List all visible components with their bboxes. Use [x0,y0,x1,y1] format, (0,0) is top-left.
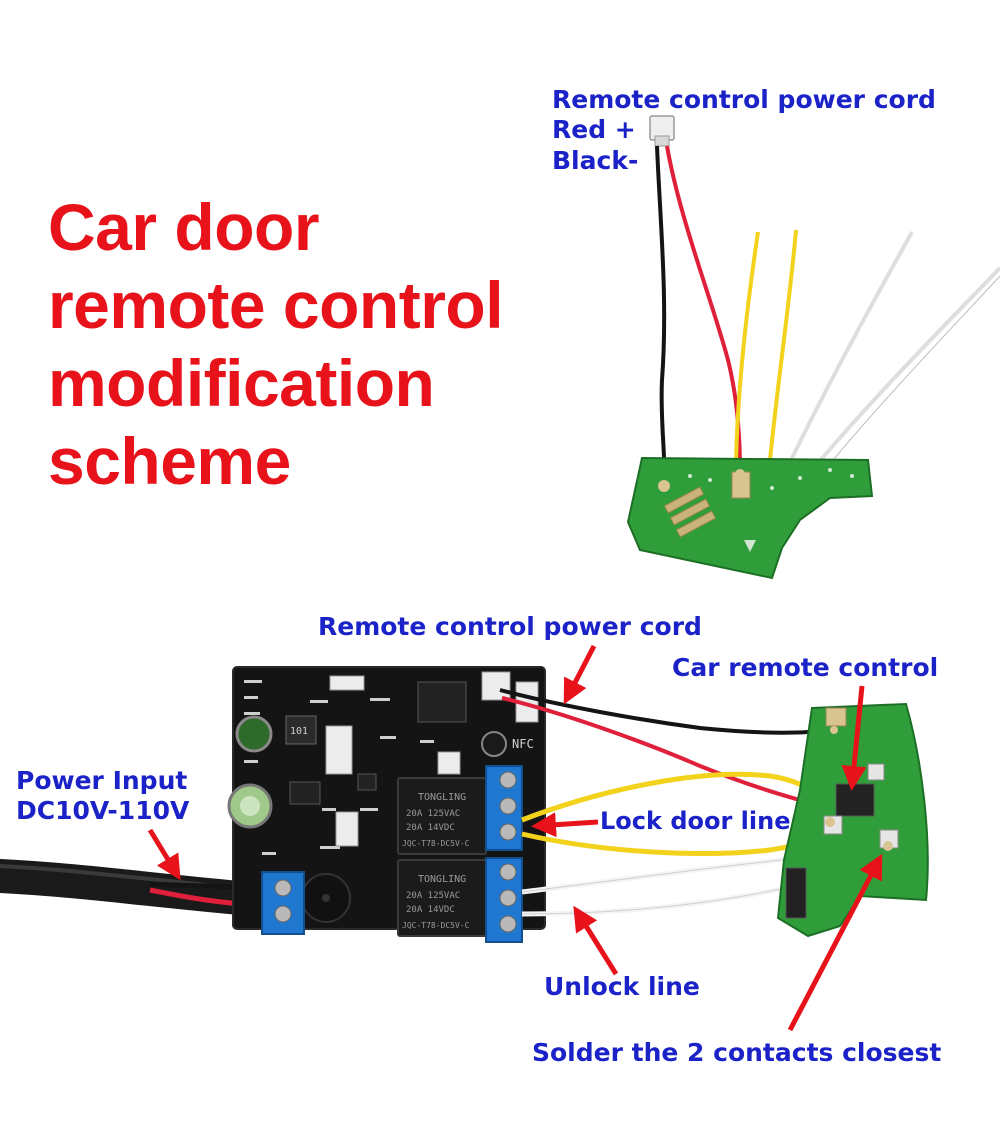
power-cable [0,859,257,915]
car-remote-label: Car remote control [672,653,939,682]
relay-2-model: JQC-T78-DC5V-C [402,921,470,930]
top-white-wire-2 [810,266,1000,472]
power-input-label-2: DC10V-110V [16,796,190,825]
power-input-label-1: Power Input [16,766,188,795]
relay-2-spec1: 20A 125VAC [406,891,460,901]
car-remote-pcb [776,702,929,938]
top-red-wire [665,145,742,473]
arrow-power-input [147,828,181,881]
top-red-label: Red + [552,115,636,144]
remote-power-black-wire [499,688,831,735]
top-yellow-wire-2 [768,229,798,461]
unlock-line-label: Unlock line [544,972,700,1001]
terminal-block-power [261,871,305,935]
relay-2-spec2: 20A 14VDC [406,905,455,915]
relay-1-spec2: 20A 14VDC [406,823,455,833]
top-black-label: Black- [552,146,639,175]
arrow-unlock [573,905,619,976]
relay-1: TONGLING 20A 125VAC 20A 14VDC JQC-T78-DC… [397,777,487,855]
title-line-4: scheme [48,424,291,498]
arrows-group [147,644,883,1032]
title-line-1: Car door [48,190,320,264]
car-remote-chip [835,783,875,817]
top-remote-pcb-group [626,115,1000,580]
relay-1-brand: TONGLING [418,792,466,803]
remote-power-red-wire [501,696,829,810]
relay-1-model: JQC-T78-DC5V-C [402,839,470,848]
capacitor-1 [235,715,273,753]
arrow-lock-door [531,812,599,838]
arrow-solder [787,853,883,1032]
arrow-car-remote [841,685,867,791]
top-black-wire [655,145,667,483]
title-line-3: modification [48,346,435,420]
top-pcb-board [626,456,874,580]
lock-door-line-label: Lock door line [600,807,791,835]
title: Car door remote control modification sch… [48,188,568,500]
relay-2-brand: TONGLING [418,874,466,885]
top-yellow-wire-1 [734,231,760,463]
inductor-mark: 101 [290,726,308,737]
nfc-mark: NFC [512,737,534,751]
terminal-block-lower [485,857,523,943]
controller-board-group: 101 NFC TONGLING 20A 125VAC [0,666,546,943]
solder-contacts-label: Solder the 2 contacts closest [532,1038,942,1067]
relay-2: TONGLING 20A 125VAC 20A 14VDC JQC-T78-DC… [397,859,487,937]
relay-1-spec1: 20A 125VAC [406,809,460,819]
title-line-2: remote control [48,268,504,342]
remote-power-cord-label: Remote control power cord [318,612,702,641]
arrow-remote-power-cord [563,644,597,705]
top-power-cord-label: Remote control power cord [552,85,936,114]
top-white-wire-1 [788,231,914,463]
terminal-block-upper [485,765,523,851]
car-remote-pcb-group [776,702,929,938]
